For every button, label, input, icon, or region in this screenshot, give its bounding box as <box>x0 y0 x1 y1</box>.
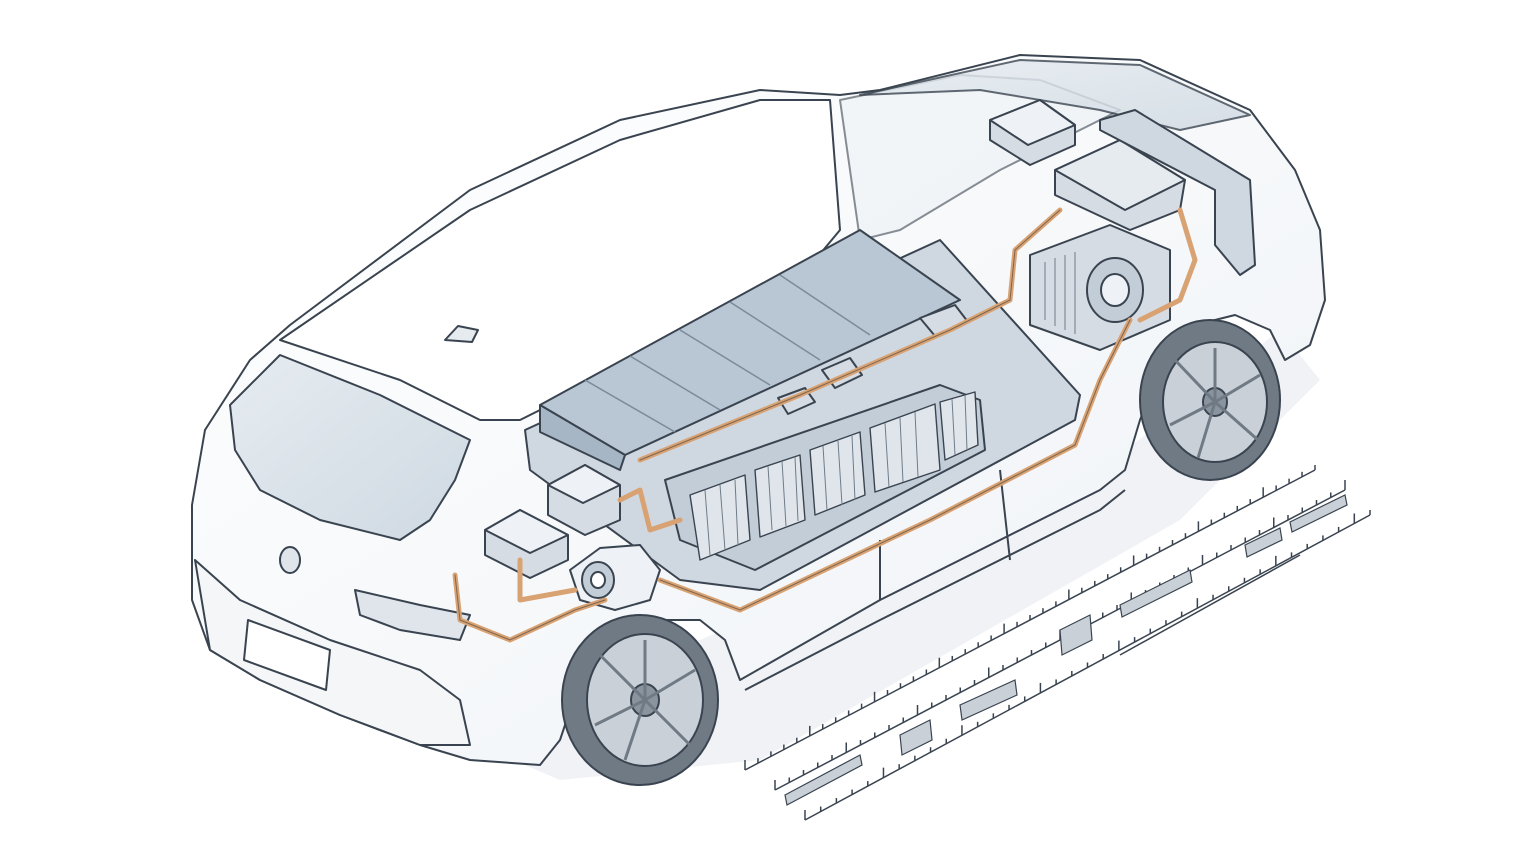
electric-motor <box>1029 224 1171 351</box>
antenna-fin <box>444 325 479 343</box>
front-wheel <box>1139 319 1281 481</box>
onboard-charger-top <box>547 464 621 504</box>
front-control-unit-top <box>989 99 1076 146</box>
high-voltage-cables-outline <box>454 209 1131 641</box>
charging-port <box>569 544 661 611</box>
battery-side <box>539 404 626 471</box>
side-sill <box>744 489 1126 691</box>
battery-cover-seams <box>584 274 871 433</box>
license-plate <box>243 619 331 691</box>
front-components <box>989 99 1256 351</box>
rear-wheel <box>561 614 719 786</box>
brand-emblem <box>279 546 301 574</box>
scale-bars <box>784 494 1348 806</box>
battery-pack <box>524 229 1081 591</box>
scale-line-4 <box>1119 554 1301 656</box>
radiator <box>1099 109 1256 276</box>
measurement-scale <box>744 465 1371 821</box>
windshield <box>859 59 1251 131</box>
inverter-top <box>1054 139 1186 211</box>
tail-light <box>354 589 471 641</box>
rear-window <box>229 354 471 541</box>
rear-bumper <box>194 559 471 746</box>
battery-cell-lines <box>704 394 968 556</box>
rear-components <box>484 464 661 611</box>
dc-converter-top <box>484 509 569 554</box>
